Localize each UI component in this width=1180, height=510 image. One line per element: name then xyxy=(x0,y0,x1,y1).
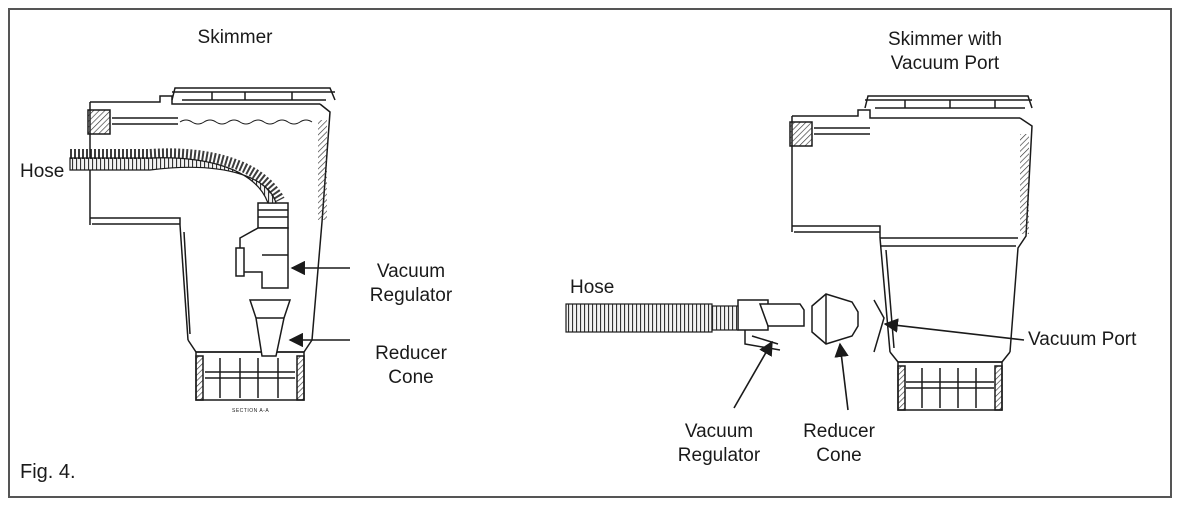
left-vacuum-regulator-label: Vacuum Regulator xyxy=(356,260,466,308)
left-reducer-cone-line1: Reducer xyxy=(375,343,447,364)
figure-caption: Fig. 4. xyxy=(20,461,76,483)
right-reducer-cone-line1: Reducer xyxy=(803,421,875,442)
right-vacuum-regulator-line2: Regulator xyxy=(677,445,761,466)
right-hose xyxy=(565,303,713,333)
left-vacuum-regulator-line2: Regulator xyxy=(369,285,453,306)
left-skimmer-title: Skimmer xyxy=(197,27,273,48)
section-mark: SECTION A-A xyxy=(232,408,270,414)
right-vacuum-regulator-arrow xyxy=(733,340,773,409)
left-skimmer-drawing xyxy=(87,87,336,401)
right-vacuum-regulator-label: Vacuum Regulator xyxy=(664,420,774,468)
left-reducer-cone-label: Reducer Cone xyxy=(356,342,466,390)
left-hose-upper-band xyxy=(70,148,285,203)
right-skimmer-title: Skimmer with Vacuum Port xyxy=(860,28,1030,76)
figure-frame xyxy=(8,8,1172,498)
right-vacuum-regulator-line1: Vacuum xyxy=(684,421,754,442)
right-vacuum-port-label: Vacuum Port xyxy=(1028,329,1137,350)
left-hose xyxy=(69,157,277,204)
right-hose-cuff xyxy=(711,305,739,331)
right-skimmer-title-line1: Skimmer with xyxy=(887,29,1002,50)
right-reducer-cone-label: Reducer Cone xyxy=(784,420,894,468)
left-reducer-cone-line2: Cone xyxy=(388,367,434,388)
right-vacuum-port-arrow xyxy=(883,318,1025,341)
right-skimmer-drawing xyxy=(737,95,1033,411)
right-reducer-cone-line2: Cone xyxy=(816,445,862,466)
right-hose-label: Hose xyxy=(570,277,615,298)
right-skimmer-title-line2: Vacuum Port xyxy=(890,53,1000,74)
left-hose-label: Hose xyxy=(20,161,65,182)
left-vacuum-regulator-line1: Vacuum xyxy=(376,261,446,282)
right-reducer-cone-arrow xyxy=(834,342,849,411)
